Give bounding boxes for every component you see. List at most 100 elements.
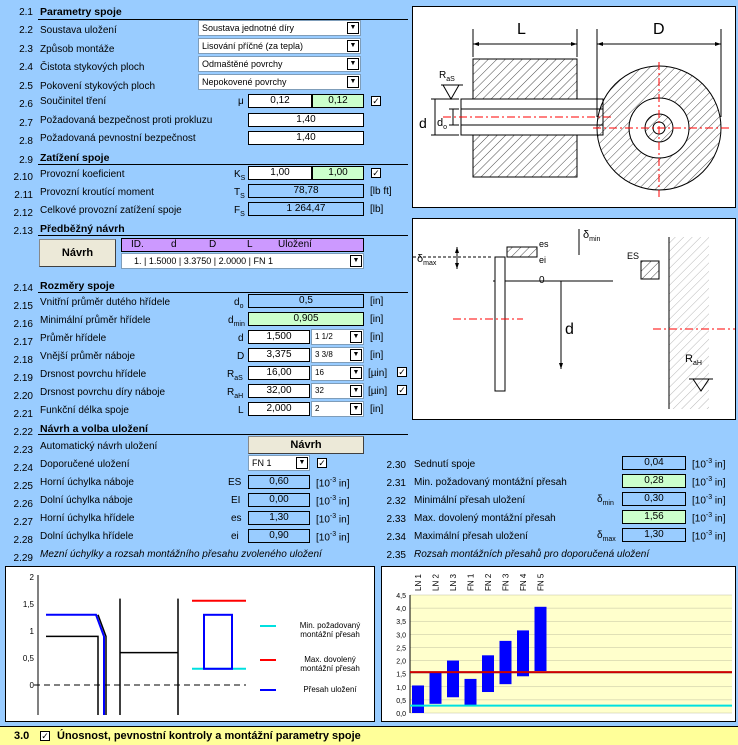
es-label: es <box>539 239 549 249</box>
prelim-design-select[interactable]: 1. | 1.5000 | 3.3750 | 2.0000 | FN 1 ▼ <box>121 253 364 269</box>
length-select[interactable]: 2▼ <box>311 401 364 417</box>
unit-label: [lb ft] <box>370 186 392 197</box>
row-label: Horní úchylka náboje <box>40 477 134 488</box>
select-value: 1. | 1.5000 | 3.3750 | 2.0000 | FN 1 <box>134 256 273 266</box>
hub-diameter-input[interactable]: 3,375 <box>248 348 310 362</box>
chevron-down-icon[interactable]: ▼ <box>350 349 362 361</box>
row-label: Drsnost povrchu díry náboje <box>40 387 166 398</box>
chevron-down-icon[interactable]: ▼ <box>350 255 362 267</box>
y-tick-label: 3,0 <box>396 632 406 639</box>
service-factor-override[interactable]: 1,00 <box>312 166 364 180</box>
hub-diameter-select[interactable]: 3 3/8 ▼ <box>311 347 364 363</box>
legend-min-label: Min. požadovaný montážní přesah <box>299 621 361 639</box>
row-label: Požadovaná bezpečnost proti prokluzu <box>40 115 213 126</box>
friction-checkbox[interactable]: ✓ <box>371 96 381 106</box>
select-value: 32 <box>315 386 324 395</box>
row-label: Provozní kroutící moment <box>40 187 154 198</box>
chevron-down-icon[interactable]: ▼ <box>350 385 362 397</box>
shaft-roughness-select[interactable]: 16 ▼ <box>311 365 364 381</box>
shaft-roughness-checkbox[interactable]: ✓ <box>397 367 407 377</box>
fit-checkbox[interactable]: ✓ <box>317 458 327 468</box>
row-num: 2.7 <box>19 118 33 129</box>
row-num: 2.4 <box>19 62 33 73</box>
row-num: 2.33 <box>386 514 406 525</box>
hub-roughness-input[interactable]: 32,00 <box>248 384 310 398</box>
category-label: FN 4 <box>519 573 528 591</box>
select-value: 16 <box>315 368 324 377</box>
row-num: 2.24 <box>13 463 33 474</box>
chevron-down-icon[interactable]: ▼ <box>347 40 359 52</box>
hub-tolerance-edge <box>97 614 107 715</box>
hub-roughness-checkbox[interactable]: ✓ <box>397 385 407 395</box>
section-title: Návrh a volba uložení <box>40 423 148 435</box>
slip-safety-input[interactable]: 1,40 <box>248 113 364 127</box>
row-num: 2.17 <box>13 337 33 348</box>
footer-checkbox[interactable]: ✓ <box>40 731 50 741</box>
row-label: Součinitel tření <box>40 96 107 107</box>
row-label: Způsob montáže <box>40 44 115 55</box>
row-label: Automatický návrh uložení <box>40 441 158 452</box>
row-label: Požadovaná pevnostní bezpečnost <box>40 133 196 144</box>
strength-safety-input[interactable]: 1,40 <box>248 131 364 145</box>
dim-d-label: d <box>565 321 574 338</box>
chevron-down-icon[interactable]: ▼ <box>347 58 359 70</box>
category-label: FN 5 <box>537 573 546 591</box>
row-label: Pokovení stykových ploch <box>40 81 156 92</box>
row-num: 2.28 <box>13 535 33 546</box>
friction-coef-override[interactable]: 0,12 <box>312 94 364 108</box>
length-input[interactable]: 2,000 <box>248 402 310 416</box>
mounting-method-select[interactable]: Lisování příčné (za tepla) ▼ <box>198 38 361 54</box>
fit-range-bar <box>499 640 512 685</box>
fit-range-bar <box>517 630 529 677</box>
dim-L-label: L <box>517 21 526 38</box>
service-factor-input[interactable]: 1,00 <box>248 166 312 180</box>
service-factor-checkbox[interactable]: ✓ <box>371 168 381 178</box>
footer-bar: 3.0 ✓ Únosnost, pevnostní kontroly a mon… <box>0 726 738 745</box>
row-num: 2.26 <box>13 499 33 510</box>
zero-line-label: 0 <box>539 275 545 286</box>
hub-drawing-panel: L D d do RaS <box>412 6 736 208</box>
shaft-diameter-input[interactable]: 1,500 <box>248 330 310 344</box>
friction-coef-input[interactable]: 0,12 <box>248 94 312 108</box>
unit-label: [10-3 in] <box>692 458 726 471</box>
chevron-down-icon[interactable]: ▼ <box>350 367 362 379</box>
unit-label: [in] <box>370 314 384 325</box>
prelim-table-header: ID. d D L Uložení <box>121 238 364 252</box>
row-num: 2.25 <box>13 481 33 492</box>
chevron-down-icon[interactable]: ▼ <box>350 331 362 343</box>
row-num: 2.8 <box>19 136 33 147</box>
do-symbol: do <box>234 297 244 310</box>
shaft-lower-dev: 0,90 <box>248 529 310 543</box>
tolerance-drawing-panel: es ei ES δmin δmax 0 d RaH <box>412 218 736 420</box>
unit-label: [10-3 in] <box>316 495 350 508</box>
assembly-system-select[interactable]: Soustava jednotné díry▼ <box>198 20 361 36</box>
shaft-diameter-select[interactable]: 1 1/2▼ <box>311 329 364 345</box>
surface-plating-select[interactable]: Nepokovené povrchy▼ <box>198 74 361 90</box>
chevron-down-icon[interactable]: ▼ <box>347 22 359 34</box>
unit-label: [10-3 in] <box>692 476 726 489</box>
torque-value: 78,78 <box>248 184 364 198</box>
chevron-down-icon[interactable]: ▼ <box>350 403 362 415</box>
unit-label: [in] <box>370 296 384 307</box>
surface-cleanliness-select[interactable]: Odmaštěné povrchy▼ <box>198 56 361 72</box>
shaft-roughness-input[interactable]: 16,00 <box>248 366 310 380</box>
row-label: Soustava uložení <box>40 25 117 36</box>
D-symbol: D <box>237 351 245 362</box>
fit-select[interactable]: FN 1▼ <box>248 455 310 471</box>
auto-fit-button[interactable]: Návrh <box>248 436 364 454</box>
row-num: 2.11 <box>14 190 33 201</box>
col-header: L <box>247 239 253 250</box>
chevron-down-icon[interactable]: ▼ <box>347 76 359 88</box>
hub-roughness-select[interactable]: 32 ▼ <box>311 383 364 399</box>
select-value: Lisování příčné (za tepla) <box>202 41 304 51</box>
ES-symbol: ES <box>228 477 242 488</box>
unit-label: [10-3 in] <box>692 494 726 507</box>
row-num: 2.5 <box>19 81 33 92</box>
select-value: 3 3/8 <box>315 350 333 359</box>
preliminary-design-button[interactable]: Návrh <box>39 239 116 267</box>
fit-range-bar <box>447 660 459 698</box>
chevron-down-icon[interactable]: ▼ <box>296 457 308 469</box>
y-tick-label: 2,5 <box>396 645 406 652</box>
row-num: 2.30 <box>386 460 406 471</box>
